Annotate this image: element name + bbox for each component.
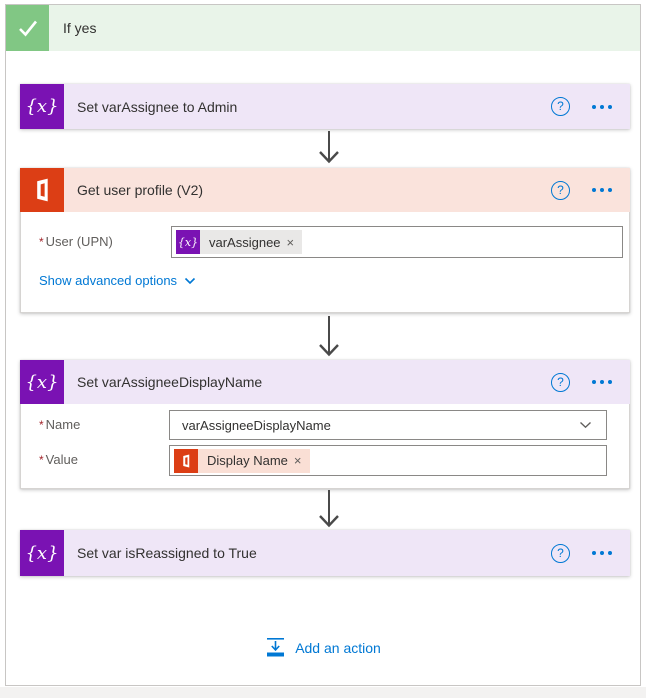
field-label-user-upn: *User (UPN) <box>39 234 113 249</box>
branch-title: If yes <box>63 20 97 36</box>
action-card-header[interactable]: {x} Set var isReassigned to True ? <box>20 530 630 576</box>
name-dropdown[interactable]: varAssigneeDisplayName <box>169 410 607 440</box>
variable-icon: {x} <box>20 530 64 576</box>
check-icon <box>6 5 49 51</box>
user-upn-input[interactable]: {x} varAssignee × <box>171 226 623 258</box>
more-options-icon[interactable] <box>592 104 612 109</box>
show-advanced-options-link[interactable]: Show advanced options <box>39 273 196 288</box>
action-card-set-var-isreassigned: {x} Set var isReassigned to True ? <box>20 530 630 576</box>
remove-token-icon[interactable]: × <box>286 234 295 250</box>
connector-arrow-icon <box>319 131 339 164</box>
add-an-action-button[interactable]: Add an action <box>6 637 640 659</box>
action-card-set-varassigneedisplayname: {x} Set varAssigneeDisplayName ? *Name v… <box>20 360 630 489</box>
variable-icon: {x} <box>20 360 64 404</box>
action-title: Set var isReassigned to True <box>77 545 257 561</box>
field-label-value: *Value <box>39 452 78 467</box>
if-yes-branch-header[interactable]: If yes <box>6 5 640 51</box>
action-card-header[interactable]: Get user profile (V2) ? <box>20 168 630 212</box>
remove-token-icon[interactable]: × <box>293 453 302 468</box>
more-options-icon[interactable] <box>592 380 612 384</box>
value-input[interactable]: Display Name × <box>169 445 607 476</box>
field-label-name: *Name <box>39 417 81 432</box>
connector-arrow-icon <box>319 490 339 528</box>
chevron-down-icon <box>580 421 591 429</box>
add-action-icon <box>267 638 285 657</box>
action-title: Set varAssigneeDisplayName <box>77 374 263 390</box>
chevron-down-icon <box>184 277 196 284</box>
action-card-header[interactable]: {x} Set varAssignee to Admin ? <box>20 84 630 129</box>
token-display-name[interactable]: Display Name × <box>174 448 310 473</box>
action-card-get-user-profile: Get user profile (V2) ? *User (UPN) {x} … <box>20 168 630 313</box>
connector-arrow-icon <box>319 316 339 357</box>
action-title: Set varAssignee to Admin <box>77 98 238 115</box>
if-yes-branch-container: If yes {x} Set varAssignee to Admin ? Ge… <box>5 4 641 686</box>
action-card-body: *User (UPN) {x} varAssignee × Show advan… <box>20 212 630 313</box>
action-card-header[interactable]: {x} Set varAssigneeDisplayName ? <box>20 360 630 404</box>
help-icon[interactable]: ? <box>551 180 570 200</box>
help-icon[interactable]: ? <box>551 97 570 116</box>
more-options-icon[interactable] <box>592 188 612 192</box>
more-options-icon[interactable] <box>592 551 612 555</box>
variable-icon: {x} <box>20 84 64 129</box>
action-card-set-varassignee: {x} Set varAssignee to Admin ? <box>20 84 630 129</box>
page-background-strip <box>0 687 646 698</box>
variable-icon: {x} <box>176 230 200 254</box>
action-card-body: *Name varAssigneeDisplayName *Value Disp… <box>20 404 630 489</box>
help-icon[interactable]: ? <box>551 372 570 392</box>
action-title: Get user profile (V2) <box>77 182 204 198</box>
token-varassignee[interactable]: {x} varAssignee × <box>176 230 303 254</box>
office365-icon <box>174 448 198 473</box>
office365-icon <box>20 168 64 212</box>
help-icon[interactable]: ? <box>551 543 570 563</box>
